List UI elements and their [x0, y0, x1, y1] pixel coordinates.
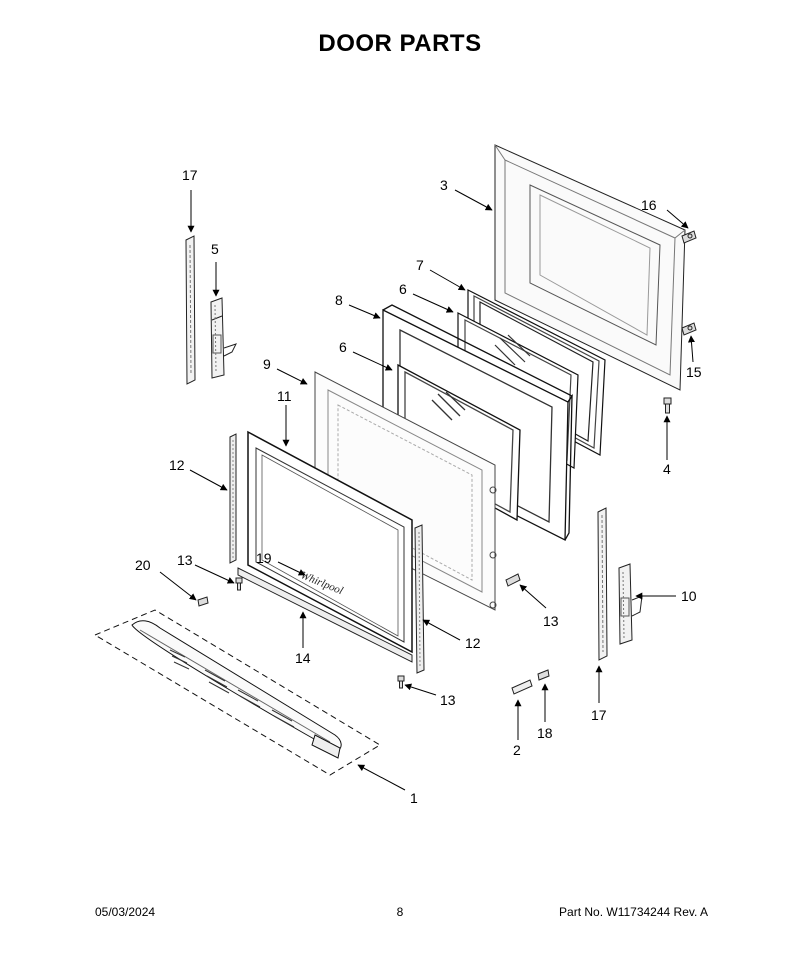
- callout-1: 1: [410, 790, 418, 806]
- screw-part-15: [681, 322, 697, 336]
- part-1-door-handle: [93, 609, 381, 776]
- part-14-bottom-trim: [237, 567, 413, 663]
- footer-part-number: Part No. W11734244 Rev. A: [559, 905, 708, 919]
- callout-16: 16: [641, 197, 657, 213]
- footer-date: 05/03/2024: [95, 905, 156, 919]
- screw-part-20: [197, 596, 209, 607]
- footer-page-number: 8: [396, 905, 404, 919]
- callout-6-lower: 6: [339, 339, 347, 355]
- callout-2: 2: [513, 742, 521, 758]
- callout-3: 3: [440, 177, 448, 193]
- page-title: DOOR PARTS: [318, 30, 482, 57]
- screw-part-16: [681, 230, 697, 244]
- screw-part-18: [537, 669, 550, 681]
- callout-20: 20: [135, 557, 151, 573]
- part-9-door-liner: [314, 371, 497, 611]
- callout-4: 4: [663, 461, 671, 477]
- screw-part-4: [663, 397, 672, 414]
- callout-5: 5: [211, 241, 219, 257]
- callout-12-left: 12: [169, 457, 185, 473]
- callout-10: 10: [681, 588, 697, 604]
- bracket-part-2: [511, 679, 533, 695]
- callout-17-right: 17: [591, 707, 607, 723]
- part-11-outer-door-glass: Whirlpool: [247, 430, 413, 654]
- callout-6-upper: 6: [399, 281, 407, 297]
- callout-13-lower: 13: [440, 692, 456, 708]
- callout-9: 9: [263, 356, 271, 372]
- part-12-side-trim-left: [229, 433, 237, 564]
- callout-17-left: 17: [182, 167, 198, 183]
- part-5-hinge: [210, 297, 237, 379]
- callout-11: 11: [277, 388, 292, 404]
- callout-12-right: 12: [465, 635, 481, 651]
- callout-19: 19: [256, 550, 272, 566]
- screw-part-13-lower: [397, 675, 405, 689]
- part-3-inner-door-panel: [494, 144, 686, 391]
- part-10-hinge: [618, 563, 643, 645]
- callout-15: 15: [686, 364, 702, 380]
- callout-13-right: 13: [543, 613, 559, 629]
- callout-18: 18: [537, 725, 553, 741]
- screw-part-13-right: [505, 573, 521, 587]
- part-12-side-trim-right: [414, 524, 425, 674]
- callout-13-upper: 13: [177, 552, 193, 568]
- callout-7: 7: [416, 257, 424, 273]
- callout-14: 14: [295, 650, 311, 666]
- screw-part-13-upper: [235, 577, 243, 591]
- part-17-hinge-receiver-right: [597, 507, 608, 661]
- leader-lines: [159, 189, 695, 791]
- callout-8: 8: [335, 292, 343, 308]
- part-17-hinge-receiver-left: [185, 235, 196, 385]
- callout-labels: 17 5 3 16 7 6 8 6 9 11 15 4 12 13 20 19 …: [135, 167, 702, 806]
